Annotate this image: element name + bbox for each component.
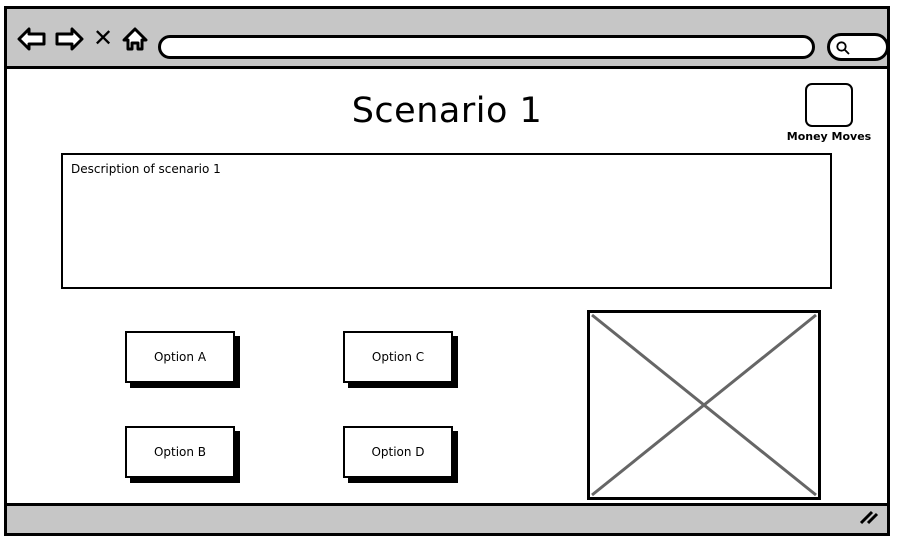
search-input[interactable] (827, 33, 889, 61)
url-input[interactable] (158, 35, 815, 59)
logo-placeholder-icon (805, 83, 853, 127)
description-panel: Description of scenario 1 (61, 153, 832, 289)
search-icon (835, 40, 851, 60)
browser-chrome-bar: ✕ (7, 9, 889, 69)
page-title: Scenario 1 (351, 91, 543, 131)
option-c-button[interactable]: Option C (343, 331, 453, 383)
option-d-button[interactable]: Option D (343, 426, 453, 478)
forward-arrow-icon[interactable] (54, 26, 84, 56)
logo-caption: Money Moves (786, 130, 872, 143)
options-row-2: Option B Option D (125, 426, 465, 478)
close-x-icon[interactable]: ✕ (93, 24, 114, 52)
status-bar (7, 503, 887, 533)
option-a-button[interactable]: Option A (125, 331, 235, 383)
home-icon[interactable] (121, 26, 149, 57)
resize-grip-icon[interactable] (857, 509, 879, 531)
description-text: Description of scenario 1 (71, 162, 221, 176)
image-placeholder-icon (587, 310, 821, 500)
options-row-1: Option A Option C (125, 331, 465, 383)
option-b-button[interactable]: Option B (125, 426, 235, 478)
options-grid: Option A Option C Option B Option D (125, 331, 465, 503)
page-content: Scenario 1 Money Moves Description of sc… (7, 69, 887, 503)
logo-block: Money Moves (783, 83, 875, 143)
browser-window: ✕ Scenario 1 Money Moves Description of … (4, 6, 890, 536)
back-arrow-icon[interactable] (17, 26, 47, 56)
